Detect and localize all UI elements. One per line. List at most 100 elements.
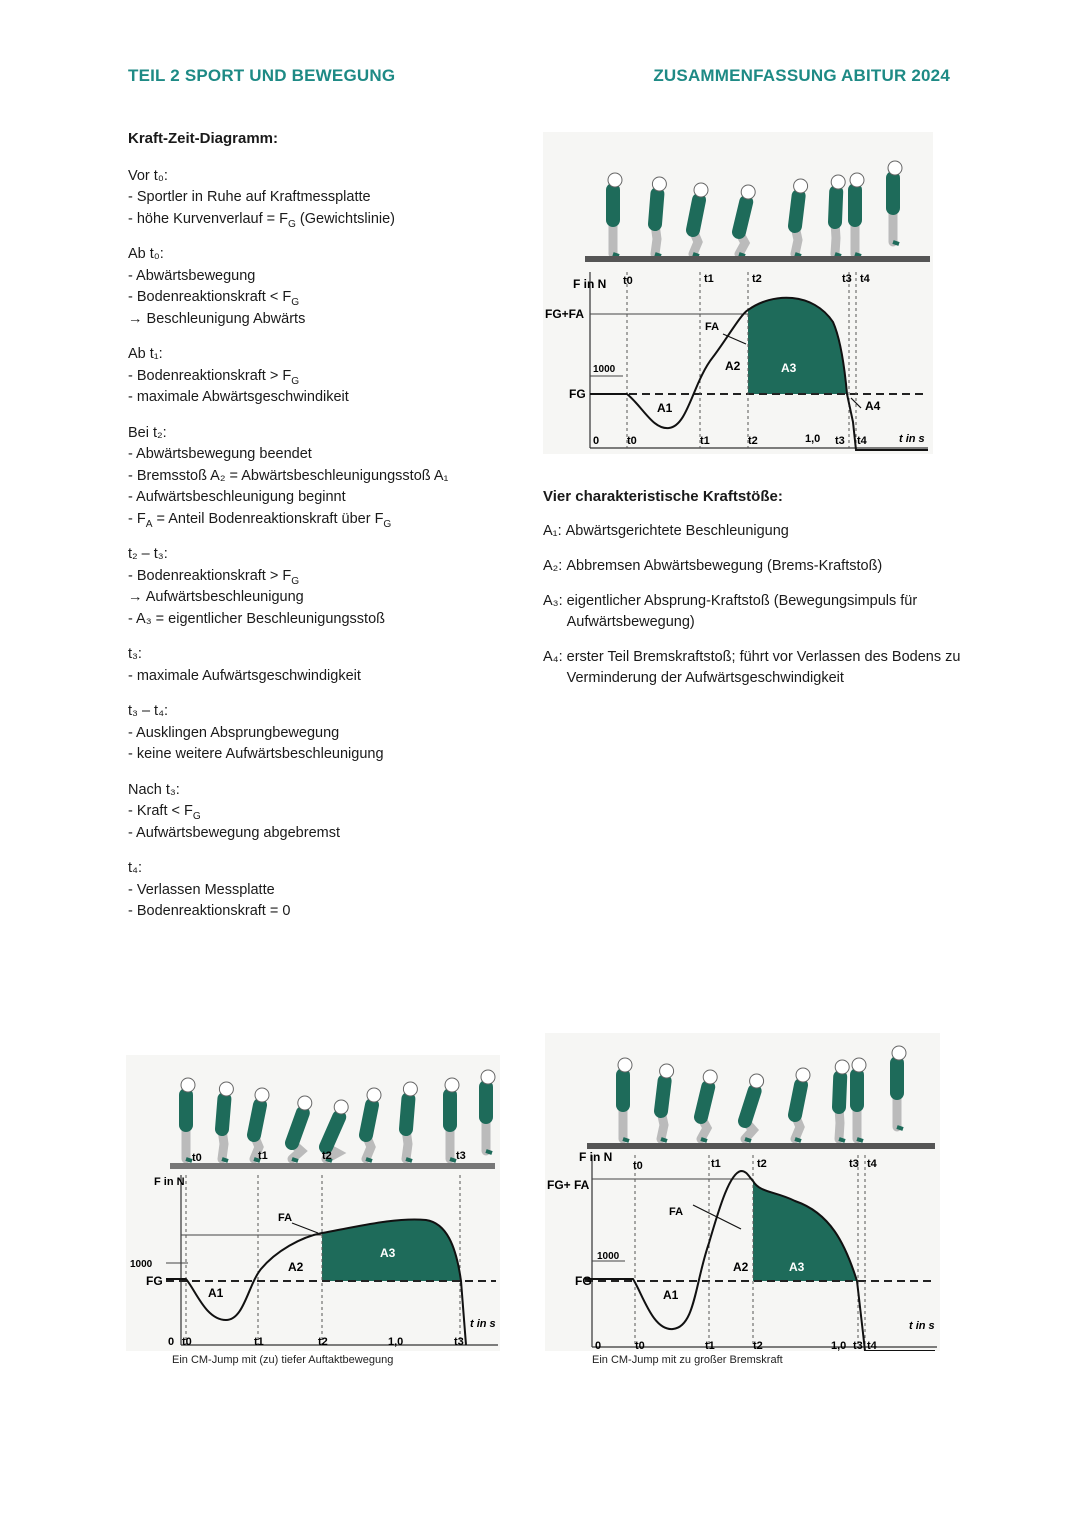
- jumper-figure: [732, 184, 756, 259]
- impulse-item: A₁:Abwärtsgerichtete Beschleunigung: [543, 521, 963, 542]
- fg-label: FG: [575, 1274, 592, 1288]
- t2-top-label: t2: [752, 273, 762, 285]
- origin-label: 0: [593, 435, 599, 447]
- section-block: Vor t₀: - Sportler in Ruhe auf Kraftmessp…: [128, 166, 508, 231]
- section-block: t₂ – t₃: - Bodenreaktionskraft > FG → Aufw…: [128, 544, 508, 630]
- t1-bottom-label: t1: [254, 1336, 264, 1348]
- t2-top-label: t2: [757, 1158, 767, 1170]
- section-line: - Verlassen Messplatte: [128, 881, 275, 898]
- fa-label: FA: [278, 1212, 292, 1224]
- jumper-figure: [179, 1077, 196, 1164]
- section-line: - A₃ = eigentlicher Beschleunigungsstoß: [128, 610, 385, 627]
- fg-label: FG: [569, 387, 586, 401]
- y-axis-label: F in N: [579, 1150, 612, 1164]
- section-block: t₄:- Verlassen Messplatte- Bodenreaktion…: [128, 858, 508, 923]
- section-line: - maximale Abwärtsgeschwindikeit: [128, 389, 349, 405]
- t4-top-label: t4: [860, 273, 871, 285]
- fgfa-label: FG+FA: [545, 307, 584, 321]
- section-heading: Vor t₀:: [128, 167, 168, 184]
- section-line: - Abwärtsbewegung: [128, 267, 256, 284]
- deep-jump-figure: F in N 1000 FG 0 t in s 1,0 FA A1 A2 A3 …: [126, 1055, 500, 1351]
- jumper-figure: [828, 174, 846, 259]
- a1-label: A1: [657, 401, 673, 415]
- impulse-label: A₃:: [543, 593, 563, 609]
- header-left: TEIL 2 SPORT UND BEWEGUNG: [128, 66, 396, 85]
- a4-label: A4: [865, 399, 881, 413]
- fg-label: FG: [146, 1274, 163, 1288]
- jumper-figure: [788, 178, 809, 259]
- jumper-figure: [616, 1057, 633, 1144]
- jumper-figure: [319, 1099, 349, 1164]
- section-line: - höhe Kurvenverlauf = FG (Gewichtslinie…: [128, 210, 395, 230]
- jumper-figure: [832, 1059, 850, 1144]
- a3-label: A3: [789, 1260, 805, 1274]
- jumper-figure: [694, 1069, 718, 1144]
- section-line: - FA = Anteil Bodenreaktionskraft über F…: [128, 510, 392, 530]
- caption-deep-jump: Ein CM-Jump mit (zu) tiefer Auftaktbeweg…: [172, 1354, 394, 1366]
- t3-bottom-label: t3: [835, 435, 845, 447]
- impulse-text: erster Teil Bremskraftstoß; führt vor Ve…: [566, 649, 961, 686]
- brake-jump-chart: F in N FG+ FA 1000 FG 0 t in s 1,0 FA A1…: [547, 1045, 937, 1351]
- fa-label: FA: [669, 1206, 683, 1218]
- impulse-title: Vier charakteristische Kraftstöße:: [543, 488, 783, 505]
- a3-label: A3: [781, 361, 797, 375]
- section-block: Ab t₁:- Bodenreaktionskraft > FG- maxima…: [128, 344, 508, 409]
- left-column: Kraft-Zeit-Diagramm: Vor t₀: - Sportler i…: [128, 128, 508, 937]
- t0-top-label: t0: [633, 1160, 643, 1172]
- caption-brake-jump: Ein CM-Jump mit zu großer Bremskraft: [592, 1354, 783, 1366]
- right-column: Vier charakteristische Kraftstöße: A₁:Ab…: [543, 486, 963, 703]
- section-block: Nach t₃:- Kraft < FG- Aufwärtsbewegung a…: [128, 780, 508, 845]
- t3-top-label: t3: [849, 1158, 859, 1170]
- tick-1-0: 1,0: [388, 1336, 403, 1348]
- jumper-figure: [654, 1063, 675, 1144]
- t1-bottom-label: t1: [700, 435, 710, 447]
- t1-bottom-label: t1: [705, 1340, 715, 1351]
- section-heading: t₂ – t₃:: [128, 546, 168, 562]
- section-line: - Aufwärtsbeschleunigung beginnt: [128, 489, 346, 505]
- section-line: - Bodenreaktionskraft > FG: [128, 367, 300, 387]
- impulse-item: A₄:erster Teil Bremskraftstoß; führt vor…: [543, 647, 963, 689]
- jumper-illustration: [616, 1045, 907, 1144]
- t0-bottom-label: t0: [627, 435, 637, 447]
- jumper-figure: [886, 160, 903, 247]
- impulse-text: Abbremsen Abwärtsbewegung (Brems-Kraftst…: [566, 558, 883, 574]
- section-list: Vor t₀: - Sportler in Ruhe auf Kraftmessp…: [128, 166, 508, 923]
- section-line: - Bodenreaktionskraft > FG: [128, 567, 300, 587]
- section-line: - keine weitere Aufwärtsbeschleunigung: [128, 746, 384, 762]
- jumper-figure: [848, 172, 865, 259]
- section-block: Ab t₀:- Abwärtsbewegung- Bodenreaktionsk…: [128, 244, 508, 330]
- t3-bottom-label: t3: [454, 1336, 464, 1348]
- section-line: - Sportler in Ruhe auf Kraftmessplatte: [128, 189, 371, 205]
- t2-bottom-label: t2: [748, 435, 758, 447]
- section-block: t₃:- maximale Aufwärtsgeschwindigkeit: [128, 644, 508, 687]
- section-heading: t₃:: [128, 646, 142, 662]
- jumper-figure: [443, 1077, 460, 1164]
- t0-top-label: t0: [623, 275, 633, 287]
- jumper-figure: [479, 1069, 496, 1156]
- main-force-time-figure: F in N FG+FA 1000 FG 0 t in s 1,0 FA A1 …: [543, 132, 933, 454]
- section-heading: Nach t₃:: [128, 781, 180, 798]
- section-block: Bei t₂:- Abwärtsbewegung beendet- Bremss…: [128, 423, 508, 531]
- jumper-figure: [215, 1081, 234, 1164]
- section-line: → Aufwärtsbeschleunigung: [128, 589, 304, 605]
- t3-top-label: t3: [456, 1150, 466, 1162]
- jumper-figure: [738, 1073, 765, 1144]
- tick-1000: 1000: [130, 1259, 153, 1270]
- section-line: - Abwärtsbewegung beendet: [128, 446, 312, 462]
- x-axis-label: t in s: [470, 1318, 496, 1330]
- jumper-figure: [850, 1057, 867, 1144]
- section-block: t₃ – t₄:- Ausklingen Absprungbewegung- k…: [128, 701, 508, 766]
- t2-bottom-label: t2: [753, 1340, 763, 1351]
- t0-top-label: t0: [192, 1152, 202, 1164]
- t3-bottom-label: t3: [853, 1340, 863, 1351]
- main-force-time-chart: F in N FG+FA 1000 FG 0 t in s 1,0 FA A1 …: [545, 160, 930, 451]
- section-title: Kraft-Zeit-Diagramm:: [128, 130, 279, 147]
- section-line: - Bremsstoß A₂ = Abwärtsbeschleunigungss…: [128, 467, 449, 484]
- deep-jump-chart: F in N 1000 FG 0 t in s 1,0 FA A1 A2 A3 …: [130, 1069, 498, 1348]
- brake-jump-figure: F in N FG+ FA 1000 FG 0 t in s 1,0 FA A1…: [545, 1033, 940, 1351]
- section-line: - Bodenreaktionskraft = 0: [128, 903, 291, 919]
- tick-1-0: 1,0: [831, 1340, 846, 1351]
- section-line: - Ausklingen Absprungbewegung: [128, 724, 340, 741]
- t4-top-label: t4: [867, 1158, 878, 1170]
